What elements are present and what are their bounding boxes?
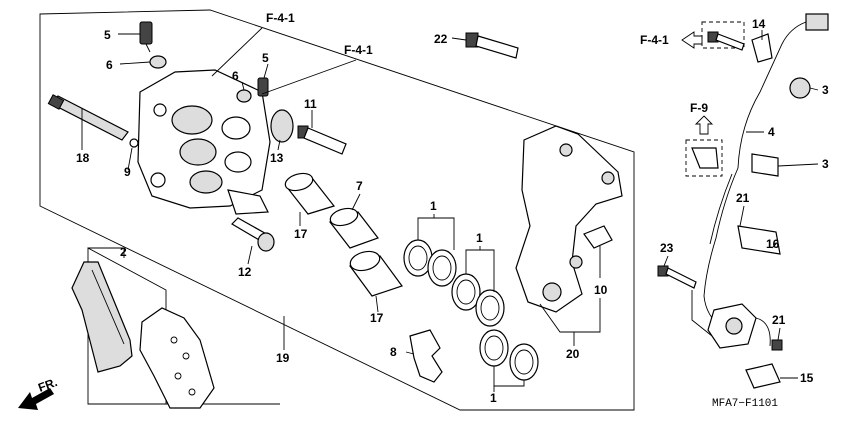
front-arrow <box>18 388 54 410</box>
front-label: FR. <box>36 375 59 395</box>
bleeder-cap-lower <box>236 89 252 103</box>
callout-7: 7 <box>356 179 363 193</box>
callout-11: 11 <box>304 97 317 111</box>
wire-clamp-15 <box>745 363 781 389</box>
piston-large-lower <box>349 250 403 297</box>
abs-wheel-sensor <box>707 303 771 349</box>
sensor-bolt-top <box>707 31 745 51</box>
callout-3: 3 <box>822 157 829 171</box>
bleeder-screw-lower <box>257 77 269 97</box>
sensor-clamp <box>751 33 773 63</box>
callout-4: 4 <box>768 125 775 139</box>
sensor-wire <box>703 167 739 329</box>
callout-14: 14 <box>752 17 766 31</box>
sensor-bracket-line <box>691 290 713 337</box>
callout-3: 3 <box>822 83 829 97</box>
callout-1: 1 <box>476 231 483 245</box>
leader-lines <box>81 27 819 392</box>
caliper-bracket <box>515 125 623 313</box>
piston-small <box>329 207 379 249</box>
seal-bracket-c <box>493 366 525 387</box>
callout-8: 8 <box>390 345 397 359</box>
lower-pin <box>231 217 275 252</box>
bleeder-screw-upper <box>139 21 153 53</box>
f41-box <box>701 21 745 49</box>
callout-9: 9 <box>124 165 131 179</box>
callout-20: 20 <box>566 347 580 361</box>
seal-bracket-a <box>417 217 455 250</box>
grommet-upper <box>789 77 811 99</box>
callout-21: 21 <box>736 191 750 205</box>
callout-1: 1 <box>430 199 437 213</box>
callout-19: 19 <box>276 351 290 365</box>
callout-17: 17 <box>370 311 384 325</box>
caliper-pin-bolt <box>297 125 347 155</box>
bolt-23 <box>657 265 697 289</box>
caliper-assembly-outline <box>39 9 635 411</box>
ref-f41-right: F-4-1 <box>640 33 669 47</box>
callout-6: 6 <box>106 58 113 72</box>
pin-boot <box>270 109 294 143</box>
f41-arrow-right <box>681 31 703 49</box>
bolt-21-lower <box>771 339 783 351</box>
clip-f9 <box>691 147 719 169</box>
pad-pin <box>47 94 129 141</box>
f9-box <box>685 139 723 177</box>
callout-5: 5 <box>262 51 269 65</box>
callout-6: 6 <box>232 69 239 83</box>
piston-large-upper <box>284 172 336 215</box>
sensor-connector <box>737 13 829 169</box>
bleeder-cap-upper <box>149 55 167 69</box>
ref-f41-top: F-4-1 <box>266 11 295 25</box>
callout-22: 22 <box>434 32 448 46</box>
pad-spring <box>409 329 443 383</box>
callout-16: 16 <box>766 237 780 251</box>
ref-f9: F-9 <box>690 101 708 115</box>
callout-10: 10 <box>594 283 608 297</box>
grommet-lower <box>751 153 779 177</box>
callout-2: 2 <box>120 245 127 259</box>
callout-5: 5 <box>104 28 111 42</box>
brake-pad-front <box>71 261 133 373</box>
pad-retainer <box>583 225 613 249</box>
callout-23: 23 <box>660 241 674 255</box>
washer <box>129 138 139 148</box>
caliper-mounting-bolt <box>465 32 519 59</box>
callout-13: 13 <box>270 151 284 165</box>
callout-18: 18 <box>76 151 90 165</box>
callout-15: 15 <box>800 371 814 385</box>
wire-clip-mid <box>737 225 781 255</box>
callout-1: 1 <box>490 391 497 405</box>
ref-f41-mid: F-4-1 <box>344 43 373 57</box>
caliper-body <box>137 69 271 215</box>
piston-seal-set <box>403 239 539 381</box>
callout-21: 21 <box>772 313 786 327</box>
brake-pad-rear <box>139 307 215 409</box>
f9-arrow-up <box>694 115 714 135</box>
callout-12: 12 <box>238 265 252 279</box>
callout-17: 17 <box>294 227 308 241</box>
diagram-code: MFA7−F1101 <box>712 398 778 410</box>
